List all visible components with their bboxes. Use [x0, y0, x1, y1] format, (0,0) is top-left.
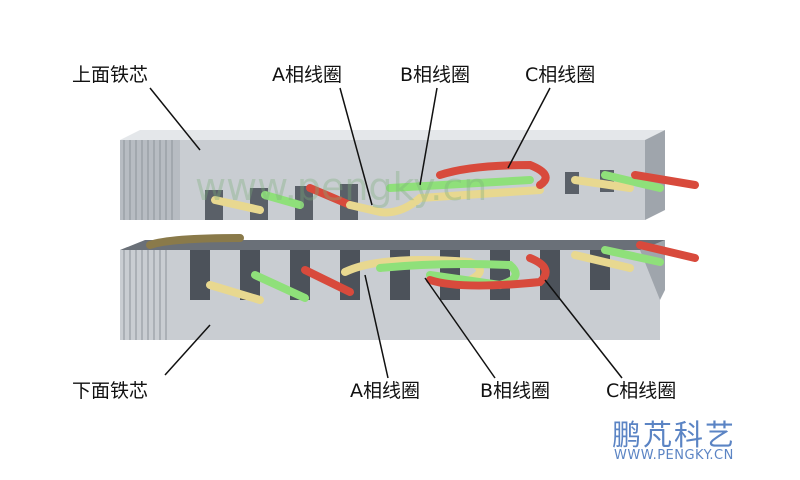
upper-core — [120, 130, 665, 220]
label-top-coil-c: C相线圈 — [525, 64, 596, 86]
label-top-coil-b: B相线圈 — [400, 64, 471, 86]
watermark: www.pengky.cn — [195, 165, 487, 209]
label-bottom-coil-c: C相线圈 — [606, 380, 677, 402]
label-upper-core: 上面铁芯 — [72, 64, 149, 86]
label-lower-core: 下面铁芯 — [72, 380, 149, 402]
lower-coils — [146, 234, 699, 304]
leader-lines — [149, 87, 623, 379]
label-bottom-coil-b: B相线圈 — [480, 380, 551, 402]
logo-name: 鹏芃科艺 — [612, 418, 737, 452]
logo-url: WWW.PENGKY.CN — [614, 448, 734, 463]
label-top-coil-a: A相线圈 — [272, 64, 342, 86]
label-bottom-coil-a: A相线圈 — [350, 380, 420, 402]
upper-coils — [211, 160, 699, 217]
